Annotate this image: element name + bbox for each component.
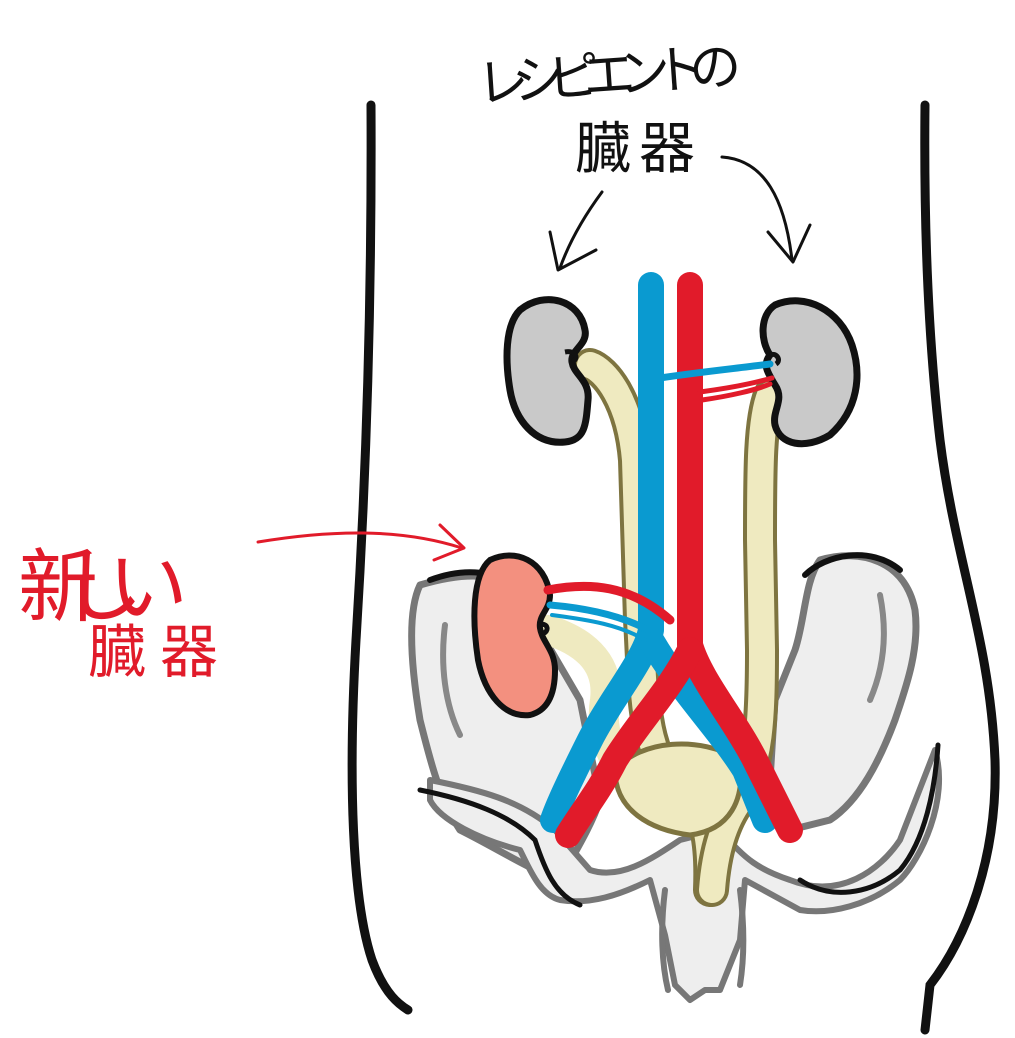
renal-vein-right (660, 364, 770, 378)
pelvis-right-wing (770, 556, 916, 830)
recipient-organ-label-line1: レシピエントの (475, 37, 744, 115)
body-outline-right (925, 105, 995, 1030)
kidney-left (507, 300, 588, 443)
kidney-right (763, 301, 857, 444)
curved-arrow-down-right-icon (722, 157, 792, 260)
recipient-organ-label-line2: 臓器 (575, 117, 695, 182)
body-outline-left (352, 105, 408, 1010)
new-kidney (474, 555, 555, 715)
